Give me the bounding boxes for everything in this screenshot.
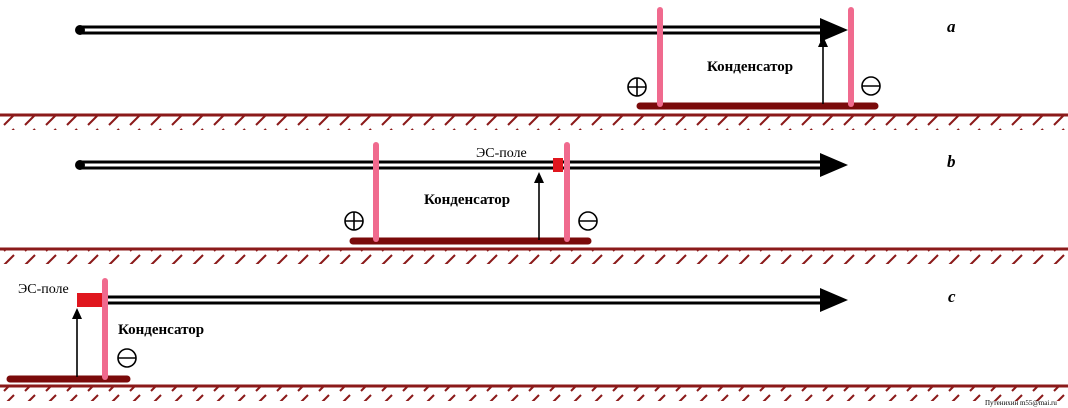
plus-sign-b [344,211,364,231]
panel-letter-a: a [947,17,956,36]
plus-sign-a [627,77,647,97]
panel-letter-b: b [947,152,956,171]
field-arrow-c [72,308,82,377]
ground-b [0,247,1068,264]
minus-sign-c [117,348,137,368]
field-arrow-b [534,172,544,240]
field-label-c: ЭС-поле [18,282,69,297]
rod-arrow-b [75,153,848,177]
minus-sign-a [861,76,881,96]
panel-b: ЭС-поле Конденсатор b [0,142,1068,264]
ground-a [0,113,1068,130]
ground-c [0,384,1068,401]
field-marker-b [553,158,563,172]
field-label-b: ЭС-поле [476,146,527,161]
panel-a: Конденсатор a [0,7,1068,130]
capacitor-label-c: Конденсатор [118,322,204,338]
author-credit: Путенихин m55@mai.ru [985,399,1057,407]
field-marker-c [77,293,102,307]
minus-sign-b [578,211,598,231]
rod-arrow-a [75,18,848,42]
capacitor-label-b: Конденсатор [424,192,510,208]
field-arrow-a [818,36,828,104]
capacitor-label-a: Конденсатор [707,59,793,75]
rod-arrow-c [80,288,848,312]
panel-letter-c: c [948,287,956,306]
panel-c: ЭС-поле Конденсатор c [0,278,1068,401]
